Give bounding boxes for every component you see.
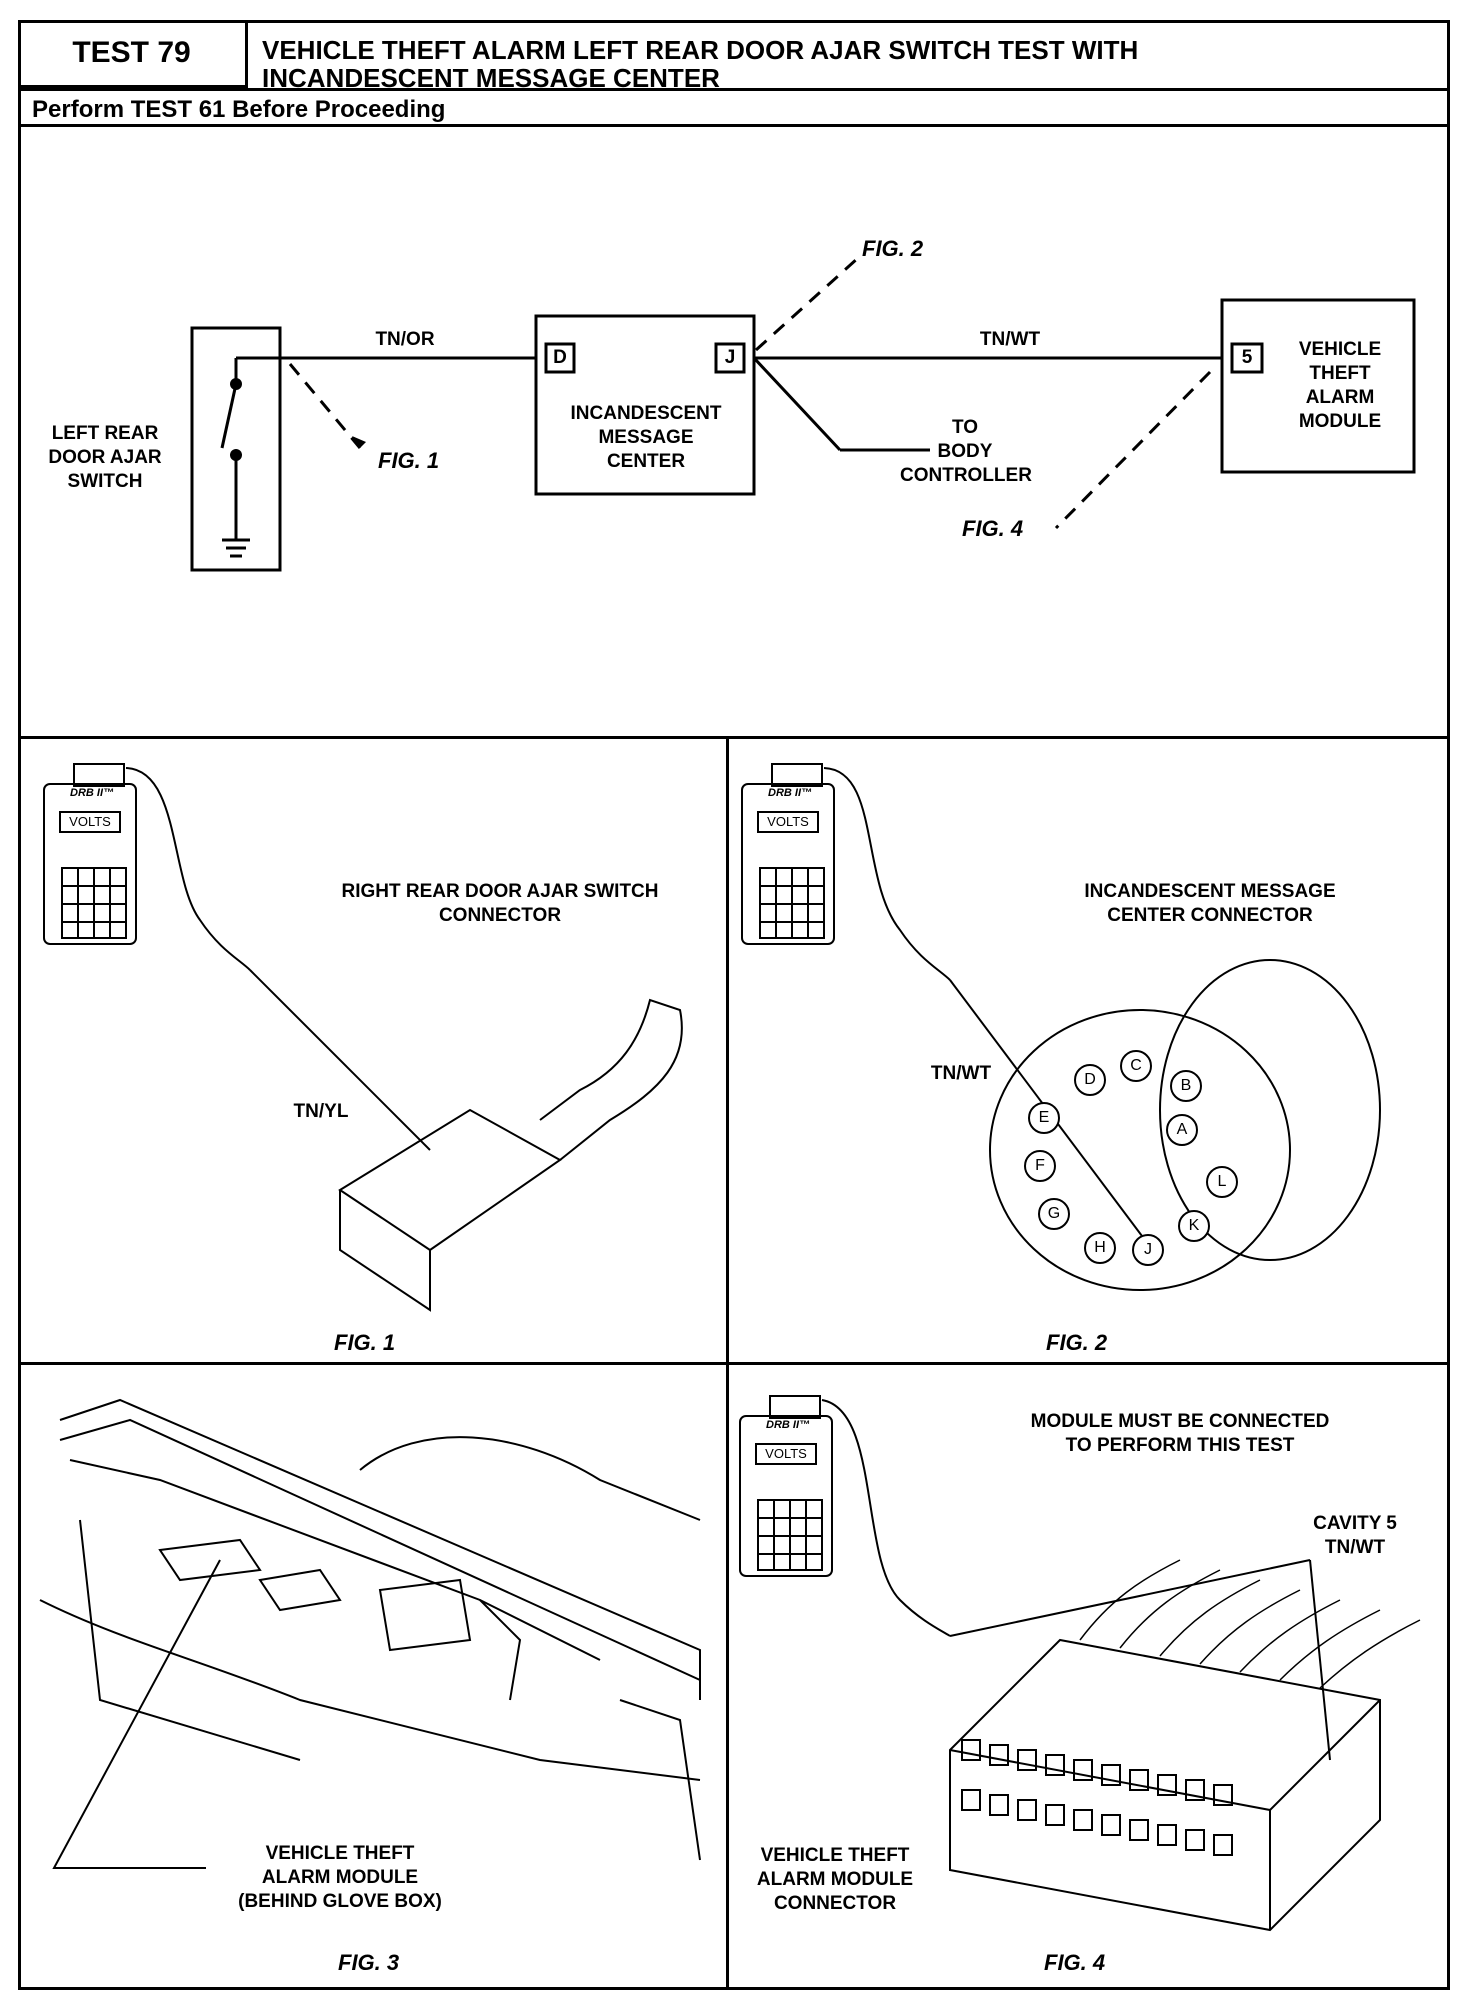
fig4-conn-2: ALARM MODULE	[756, 1869, 914, 1890]
imc-label-3: CENTER	[606, 451, 686, 472]
fig4-note: MODULE MUST BE CONNECTED TO PERFORM THIS…	[990, 1410, 1370, 1458]
subtitle-divider	[18, 124, 1450, 127]
fig4-caption: FIG. 4	[1044, 1950, 1106, 1975]
fig2-pin-k: K	[1188, 1217, 1200, 1234]
fig2-pin-j: J	[1144, 1241, 1152, 1258]
fig2-pin-h: H	[1094, 1239, 1106, 1256]
tester-fig2	[741, 763, 1381, 1291]
fig2-title-2: CENTER CONNECTOR	[1107, 905, 1313, 926]
switch-box	[190, 326, 282, 572]
fig4-cavities	[961, 1739, 1233, 1856]
test-number-label: TEST 79	[72, 35, 191, 69]
fig2-pin-e: E	[1038, 1109, 1050, 1126]
imc-box	[534, 314, 756, 496]
fig1-reference: FIG. 1	[378, 448, 440, 473]
fig4-conn-1: VEHICLE THEFT	[760, 1845, 910, 1866]
fig1-wire-label: TN/YL	[293, 1101, 349, 1122]
title-line-2: INCANDESCENT MESSAGE CENTER	[262, 63, 720, 93]
fig2-pin-a: A	[1176, 1121, 1188, 1138]
tester-brand-fig4: DRB II™	[766, 1419, 810, 1431]
fig4-conn-3: CONNECTOR	[773, 1893, 897, 1914]
tester-fig1	[43, 763, 683, 1312]
switch-label-3: SWITCH	[67, 471, 143, 492]
fig1-title: RIGHT REAR DOOR AJAR SWITCH CONNECTOR	[300, 880, 700, 928]
fig3-label-2: ALARM MODULE	[261, 1867, 419, 1888]
pin-d: D	[553, 347, 567, 368]
alarm-module-shape	[158, 1538, 262, 1582]
switch-label-1: LEFT REAR	[51, 423, 159, 444]
fig2-pin-c: C	[1130, 1057, 1142, 1074]
fig3-dash-drawing	[39, 1398, 701, 1869]
to-label-3: CONTROLLER	[900, 465, 1032, 486]
schematic-divider	[18, 736, 1450, 739]
fig3-label-3: (BEHIND GLOVE BOX)	[238, 1891, 442, 1912]
pin-5: 5	[1241, 347, 1253, 368]
column-divider	[726, 736, 729, 1990]
fig4-cavity-2: TN/WT	[1324, 1537, 1386, 1558]
page-title: VEHICLE THEFT ALARM LEFT REAR DOOR AJAR …	[262, 36, 1422, 92]
fig2-title: INCANDESCENT MESSAGE CENTER CONNECTOR	[1040, 880, 1380, 928]
vtam-label: VEHICLE THEFT ALARM MODULE	[1270, 338, 1410, 434]
vtam-label-4: MODULE	[1298, 411, 1382, 432]
to-label-1: TO	[951, 417, 979, 438]
fig2-pin-f: F	[1035, 1157, 1045, 1174]
fig4-connector-label: VEHICLE THEFT ALARM MODULE CONNECTOR	[740, 1844, 930, 1916]
imc-label-2: MESSAGE	[598, 427, 694, 448]
tester-display-fig2: VOLTS	[767, 814, 809, 829]
fig1-title-2: CONNECTOR	[438, 905, 562, 926]
header-divider	[18, 88, 1450, 91]
tester-display-fig4: VOLTS	[765, 1446, 807, 1461]
fig4-cavity-label: CAVITY 5 TN/WT	[1290, 1512, 1420, 1560]
fig1-title-1: RIGHT REAR DOOR AJAR SWITCH	[341, 881, 659, 902]
imc-label: INCANDESCENT MESSAGE CENTER	[544, 402, 748, 474]
switch-label-2: DOOR AJAR	[48, 447, 162, 468]
page-frame	[18, 20, 1450, 1990]
fig4-wire-fan	[1079, 1559, 1421, 1689]
test-number: TEST 79	[18, 20, 248, 88]
title-line-1: VEHICLE THEFT ALARM LEFT REAR DOOR AJAR …	[262, 35, 1139, 65]
prerequisite-note: Perform TEST 61 Before Proceeding	[32, 96, 446, 123]
pin-j: J	[724, 347, 736, 368]
fig1-caption: FIG. 1	[334, 1330, 396, 1355]
imc-label-1: INCANDESCENT	[570, 403, 722, 424]
fig2-title-1: INCANDESCENT MESSAGE	[1084, 881, 1336, 902]
wire-label-tn-or: TN/OR	[375, 329, 435, 350]
vtam-box	[1220, 298, 1416, 474]
fig2-pin-g: G	[1047, 1205, 1061, 1222]
fig4-note-1: MODULE MUST BE CONNECTED	[1030, 1411, 1330, 1432]
fig2-reference: FIG. 2	[862, 236, 924, 261]
tester-brand-fig1: DRB II™	[70, 787, 114, 799]
vtam-label-1: VEHICLE	[1298, 339, 1382, 360]
body-controller-label: TO BODY CONTROLLER	[900, 416, 1032, 488]
vtam-label-2: THEFT	[1309, 363, 1371, 384]
fig2-pin-b: B	[1180, 1077, 1192, 1094]
fig2-pin-d: D	[1084, 1071, 1096, 1088]
wire-label-tn-wt: TN/WT	[979, 329, 1041, 350]
vtam-label-3: ALARM	[1305, 387, 1375, 408]
fig4-cavity-1: CAVITY 5	[1313, 1513, 1397, 1534]
fig2-pin-l: L	[1217, 1173, 1227, 1190]
fig2-pins	[1024, 1050, 1238, 1266]
row-divider	[18, 1362, 1450, 1365]
tester-fig4	[739, 1395, 1381, 1932]
to-label-2: BODY	[937, 441, 993, 462]
fig2-caption: FIG. 2	[1046, 1330, 1108, 1355]
tester-display-fig1: VOLTS	[69, 814, 111, 829]
fig3-label: VEHICLE THEFT ALARM MODULE (BEHIND GLOVE…	[210, 1842, 470, 1914]
fig3-caption: FIG. 3	[338, 1950, 400, 1975]
fig4-reference: FIG. 4	[962, 516, 1024, 541]
fig2-wire-label: TN/WT	[930, 1063, 992, 1084]
fig3-label-1: VEHICLE THEFT	[265, 1843, 415, 1864]
tester-brand-fig2: DRB II™	[768, 787, 812, 799]
fig4-note-2: TO PERFORM THIS TEST	[1065, 1435, 1295, 1456]
switch-label: LEFT REAR DOOR AJAR SWITCH	[30, 422, 180, 494]
